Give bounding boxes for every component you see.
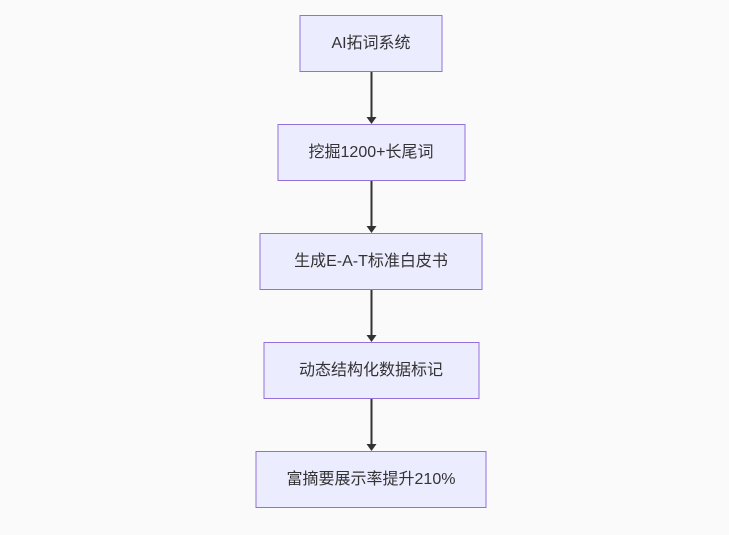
arrow-line: [370, 72, 372, 117]
flow-node-n5: 富摘要展示率提升210%: [255, 451, 487, 508]
flow-arrow: [366, 399, 376, 451]
flow-node-n1: AI拓词系统: [299, 15, 443, 72]
flow-arrow: [366, 290, 376, 342]
arrowhead-down-icon: [366, 335, 376, 342]
arrow-line: [370, 290, 372, 335]
flow-arrow: [366, 181, 376, 233]
arrowhead-down-icon: [366, 226, 376, 233]
flow-arrow: [366, 72, 376, 124]
flow-node-n3: 生成E-A-T标准白皮书: [259, 233, 483, 290]
arrowhead-down-icon: [366, 117, 376, 124]
arrow-line: [370, 181, 372, 226]
arrow-line: [370, 399, 372, 444]
flowchart: AI拓词系统挖掘1200+长尾词生成E-A-T标准白皮书动态结构化数据标记富摘要…: [255, 15, 487, 508]
arrowhead-down-icon: [366, 444, 376, 451]
flow-node-n2: 挖掘1200+长尾词: [277, 124, 465, 181]
flow-node-n4: 动态结构化数据标记: [263, 342, 479, 399]
